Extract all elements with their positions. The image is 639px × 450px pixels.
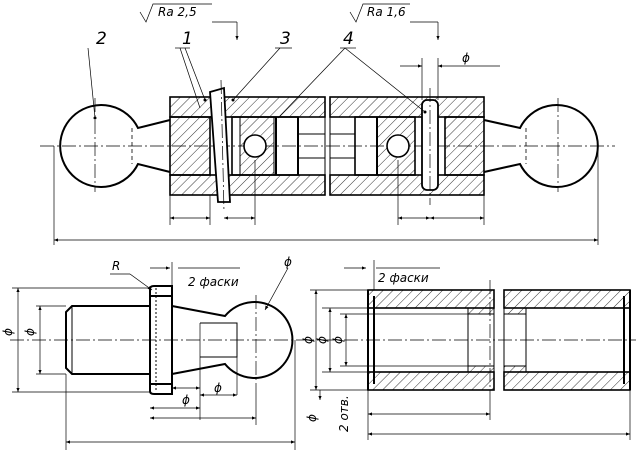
- assembly-view: ϕ Ra 2,5 Ra 1,6 2 1 3 4: [40, 3, 615, 245]
- right-sleeve: [329, 88, 485, 205]
- callout-4: 4: [343, 29, 354, 49]
- chamfers-label-left: 2 фаски: [188, 275, 239, 289]
- phi-label-bore: ϕ: [315, 336, 329, 344]
- callout-3: 3: [280, 29, 291, 49]
- cross-hole-left: [243, 134, 267, 158]
- callout-2: 2: [96, 29, 107, 49]
- ball-end-detail: ϕ ϕ R 2 фаски ϕ ϕ ϕ: [1, 255, 300, 450]
- radius-label: R: [112, 259, 120, 273]
- callout-1: 1: [182, 29, 193, 49]
- phi-label-holes: ϕ: [305, 414, 319, 422]
- right-ball-end: [483, 98, 599, 192]
- taper-pin: [209, 79, 231, 213]
- left-sleeve: [169, 96, 326, 196]
- sleeve-detail: ϕ ϕ ϕ 2 фаски ϕ 2 отв.: [300, 260, 636, 440]
- phi-label-pin: ϕ: [462, 51, 470, 65]
- chamfers-label-right: 2 фаски: [378, 271, 429, 285]
- roughness-1-label: Ra 2,5: [158, 5, 197, 19]
- roughness-symbol-2: Ra 1,6: [349, 3, 440, 40]
- left-ball-end: [59, 98, 171, 192]
- phi-label-collar: ϕ: [1, 328, 15, 336]
- phi-label-shank: ϕ: [23, 328, 37, 336]
- roughness-symbol-1: Ra 2,5: [139, 3, 239, 40]
- phi-label-inner: ϕ: [331, 336, 345, 344]
- cross-hole-right: [386, 134, 410, 158]
- phi-label-neck-2: ϕ: [182, 393, 190, 407]
- holes-label: 2 отв.: [337, 395, 351, 432]
- phi-label-ball: ϕ: [284, 255, 292, 269]
- phi-label-outer: ϕ: [301, 336, 315, 344]
- phi-label-neck: ϕ: [214, 381, 222, 395]
- roughness-2-label: Ra 1,6: [367, 5, 406, 19]
